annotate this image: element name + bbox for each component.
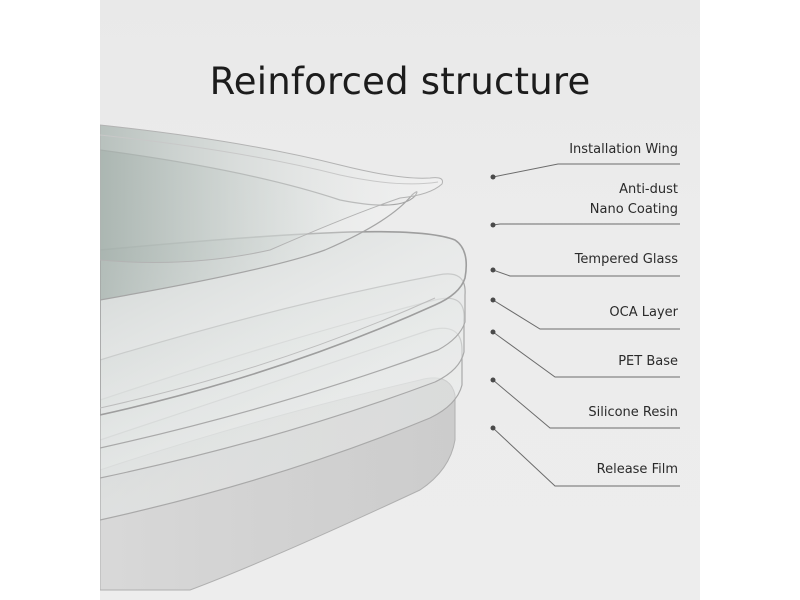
label-line: Nano Coating <box>589 202 678 217</box>
label-line: Installation Wing <box>569 142 678 157</box>
leader-line-nano-coating <box>492 223 680 226</box>
label-line: PET Base <box>618 354 678 369</box>
leader-dot-nano-coating <box>490 222 496 228</box>
label-silicone-resin: Silicone Resin <box>588 403 678 423</box>
layer-sheet-installation-wing <box>100 124 443 263</box>
leader-line-tempered-glass <box>492 269 680 277</box>
leader-dots <box>490 174 496 431</box>
leader-dot-silicone-resin <box>490 377 496 383</box>
infographic-title: Reinforced structure <box>209 60 591 103</box>
label-line: Anti-dust <box>619 182 678 197</box>
label-tempered-glass: Tempered Glass <box>575 250 678 270</box>
label-line: Tempered Glass <box>574 252 678 267</box>
leader-line-release-film <box>492 427 680 487</box>
label-release-film: Release Film <box>597 460 678 480</box>
leader-line-silicone-resin <box>492 379 680 429</box>
leader-dot-release-film <box>490 425 496 431</box>
leader-line-installation-wing <box>492 163 680 178</box>
leader-line-pet-base <box>492 331 680 378</box>
label-oca-layer: OCA Layer <box>609 303 678 323</box>
leader-line-oca-layer <box>492 299 680 330</box>
label-line: OCA Layer <box>609 305 678 320</box>
layer-sheet-tempered-glass-edge <box>100 297 436 409</box>
leader-dot-oca-layer <box>490 297 496 303</box>
layer-stack-illustration <box>100 124 680 591</box>
label-installation-wing: Installation Wing <box>569 140 678 160</box>
infographic-panel: Reinforced structure Installation Wing A… <box>100 0 700 600</box>
label-pet-base: PET Base <box>618 352 678 372</box>
leader-dot-installation-wing <box>490 174 496 180</box>
leader-dot-pet-base <box>490 329 496 335</box>
label-line: Release Film <box>596 462 678 477</box>
label-nano-coating: Anti-dust Nano Coating <box>590 180 678 220</box>
layer-sheet-installation-wing-edge <box>100 134 439 185</box>
label-line: Silicone Resin <box>588 405 678 420</box>
leader-dot-tempered-glass <box>490 267 496 273</box>
